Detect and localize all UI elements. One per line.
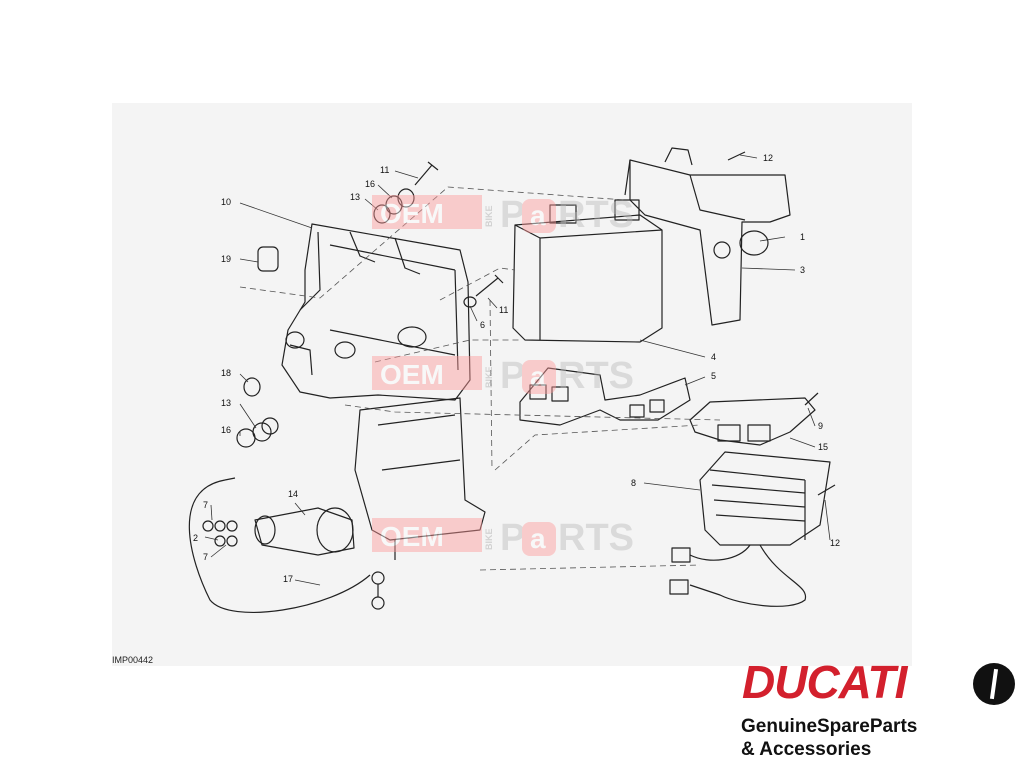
watermark-oem-3: OEM <box>380 521 444 552</box>
ducati-logo: DUCATI <box>742 656 907 708</box>
watermark-bike-3: BIKE <box>484 528 494 550</box>
callout-19: 19 <box>221 254 231 264</box>
watermark-bike-1: BIKE <box>484 205 494 227</box>
watermark-p-2: P <box>500 355 525 397</box>
watermark-a-3: a <box>530 523 546 554</box>
callout-17: 17 <box>283 574 293 584</box>
watermark-p-1: P <box>500 194 525 236</box>
watermark-rts-3: RTS <box>558 517 634 559</box>
callout-9: 9 <box>818 421 823 431</box>
battery-holder-bracket <box>281 223 471 401</box>
watermark-rts-1: RTS <box>558 194 634 236</box>
callout-10: 10 <box>221 197 231 207</box>
tagline-line-2: & Accessories <box>741 739 872 760</box>
watermark-oem-1: OEM <box>380 198 444 229</box>
ground-cable <box>188 479 371 613</box>
callout-13b: 13 <box>221 398 231 408</box>
callout-6: 6 <box>480 320 485 330</box>
callout-4: 4 <box>711 352 716 362</box>
diagram-background <box>112 103 912 666</box>
diagram-reference-code: IMP00442 <box>112 655 154 665</box>
callout-16b: 16 <box>221 425 231 435</box>
watermark-a-1: a <box>530 200 546 231</box>
watermark-a-2: a <box>530 361 546 392</box>
callout-16a: 16 <box>365 179 375 189</box>
callout-12a: 12 <box>763 153 773 163</box>
callout-8: 8 <box>631 478 636 488</box>
callout-13a: 13 <box>350 192 360 202</box>
callout-7a: 7 <box>203 500 208 510</box>
watermark-oem-2: OEM <box>380 359 444 390</box>
watermark-group: OEM BIKE P a RTS OEM BIKE P a RTS OEM BI… <box>372 194 634 559</box>
battery <box>512 214 663 343</box>
callout-2: 2 <box>193 533 198 543</box>
voltage-regulator <box>699 451 831 546</box>
callout-7b: 7 <box>203 552 208 562</box>
watermark-rts-2: RTS <box>558 355 634 397</box>
battery-cover <box>629 159 791 326</box>
fuse-box <box>519 367 691 426</box>
rubber-mount-19 <box>257 246 279 272</box>
callout-11b: 11 <box>499 305 508 315</box>
callout-14: 14 <box>288 489 298 499</box>
watermark-p-3: P <box>500 517 525 559</box>
tagline-line-1: GenuineSpareParts <box>741 716 918 737</box>
ducati-shield-icon <box>973 663 1015 705</box>
nut-18 <box>243 377 261 397</box>
callout-18: 18 <box>221 368 231 378</box>
relay-strip <box>689 397 816 446</box>
callout-5: 5 <box>711 371 716 381</box>
callout-1: 1 <box>800 232 805 242</box>
buzzer <box>254 507 355 556</box>
callout-15: 15 <box>818 442 828 452</box>
lower-support-plate <box>354 397 486 541</box>
watermark-bike-2: BIKE <box>484 366 494 388</box>
callout-12b: 12 <box>830 538 840 548</box>
callout-3: 3 <box>800 265 805 275</box>
callout-11a: 11 <box>380 165 389 175</box>
